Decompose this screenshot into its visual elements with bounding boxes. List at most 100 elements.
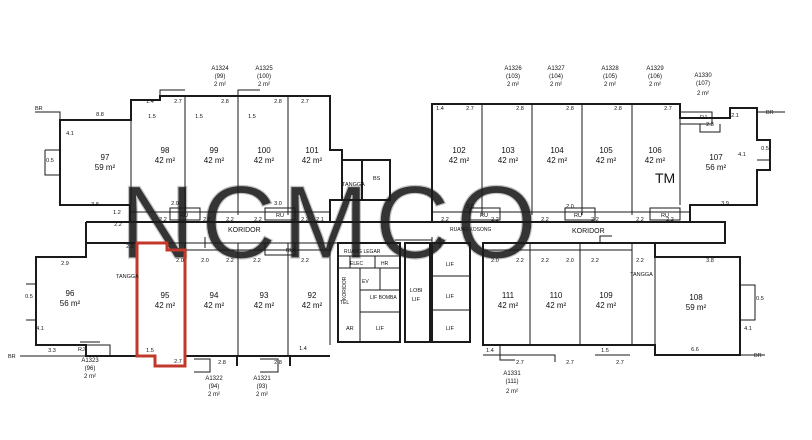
unit-101-no: 101 bbox=[305, 146, 319, 155]
unit-97-no: 97 bbox=[101, 153, 110, 162]
rj-label-2: RJ bbox=[78, 347, 85, 353]
dim-48: 2.2 bbox=[301, 258, 309, 264]
tangga-label-lower-left: TANGGA bbox=[116, 274, 139, 280]
dim-19: 2.2 bbox=[226, 217, 234, 223]
dim-49: 0.5 bbox=[25, 294, 33, 300]
unit-107-no: 107 bbox=[709, 153, 723, 162]
dim-63: 3.8 bbox=[706, 258, 714, 264]
dim-41: 2.2 bbox=[666, 217, 674, 223]
dim-53: 2.7 bbox=[174, 359, 182, 365]
corridor-label-left: KORIDOR bbox=[228, 227, 261, 234]
dim-29: 2.1 bbox=[731, 113, 739, 119]
dim-6: 2.7 bbox=[301, 99, 309, 105]
unit-93-area: 42 m² bbox=[254, 301, 275, 310]
highlighted-unit-95[interactable] bbox=[135, 241, 187, 368]
tag-107-area: 2 m² bbox=[697, 91, 709, 97]
unit-111-no: 111 bbox=[502, 291, 515, 300]
dim-58: 2.2 bbox=[516, 258, 524, 264]
dim-45: 2.0 bbox=[201, 258, 209, 264]
tel-label: TEL bbox=[340, 300, 349, 306]
elec-label: ELEC bbox=[350, 261, 363, 267]
tag-105-area: 2 m² bbox=[604, 82, 616, 88]
tag-103-area: 2 m² bbox=[507, 82, 519, 88]
lower-right-wing bbox=[482, 235, 765, 362]
tag-96-unit: (96) bbox=[85, 366, 96, 372]
rj-label-1: RJ bbox=[700, 115, 707, 121]
dim-3: 2.7 bbox=[174, 99, 182, 105]
ruang-legar-label: RUANG LEGAR bbox=[344, 249, 381, 255]
unit-102-no: 102 bbox=[452, 146, 466, 155]
tag-94-lot: A1322 bbox=[205, 376, 223, 382]
tag-103-unit: (103) bbox=[506, 74, 520, 80]
dim-36: 2.2 bbox=[441, 217, 449, 223]
unit-103-area: 42 m² bbox=[498, 156, 519, 165]
unit-96-no: 96 bbox=[66, 289, 75, 298]
dim-38: 2.2 bbox=[541, 217, 549, 223]
tag-104-unit: (104) bbox=[549, 74, 563, 80]
ru-label-2: RU bbox=[276, 213, 284, 219]
dim-11: 0.5 bbox=[46, 158, 54, 164]
dim-64: 0.5 bbox=[756, 296, 764, 302]
unit-103-no: 103 bbox=[501, 146, 515, 155]
dim-33: 2.0 bbox=[466, 204, 474, 210]
tag-94-area: 2 m² bbox=[208, 392, 220, 398]
dim-4: 2.8 bbox=[221, 99, 229, 105]
tag-107-unit: (107) bbox=[696, 81, 710, 87]
core bbox=[337, 159, 471, 343]
unit-104-area: 42 m² bbox=[547, 156, 568, 165]
dim-8: 1.5 bbox=[195, 114, 203, 120]
unit-106-area: 42 m² bbox=[645, 156, 666, 165]
ruang-kosong-label: RUANG KOSONG bbox=[450, 227, 492, 233]
lif-label-core: LIF bbox=[376, 326, 385, 332]
labels: KORIDOR KORIDOR TANGGA BS TANGGA TANGGA … bbox=[8, 106, 774, 360]
dim-43: 2.2 bbox=[126, 244, 134, 250]
tag-105-unit: (105) bbox=[603, 74, 617, 80]
koridor-vertical-label: KORIDOR bbox=[342, 276, 348, 300]
dim-39: 2.2 bbox=[591, 217, 599, 223]
dim-24: 2.7 bbox=[466, 106, 474, 112]
lif-bomba-label: LIF BOMBA bbox=[370, 295, 397, 301]
ar-label: AR bbox=[346, 326, 354, 332]
unit-97-area: 59 m² bbox=[95, 163, 116, 172]
dim-21: 2.2 bbox=[301, 217, 309, 223]
dim-68: 2.7 bbox=[516, 360, 524, 366]
unit-94-no: 94 bbox=[210, 291, 219, 300]
dim-5: 2.8 bbox=[274, 99, 282, 105]
tag-111-unit: (111) bbox=[505, 379, 518, 385]
unit-labels: 97 59 m² 98 42 m² 99 42 m² 100 42 m² 101… bbox=[60, 146, 727, 312]
unit-98-no: 98 bbox=[161, 146, 170, 155]
dim-69: 2.7 bbox=[566, 360, 574, 366]
unit-108-no: 108 bbox=[689, 293, 703, 302]
dim-12: 3.8 bbox=[91, 202, 99, 208]
unit-109-area: 42 m² bbox=[596, 301, 617, 310]
dim-66: 6.6 bbox=[691, 347, 699, 353]
unit-105-area: 42 m² bbox=[596, 156, 617, 165]
dim-16: 2.2 bbox=[114, 222, 122, 228]
dim-40: 2.2 bbox=[636, 217, 644, 223]
unit-100-area: 42 m² bbox=[254, 156, 275, 165]
dim-26: 2.8 bbox=[566, 106, 574, 112]
lobi-lif-label: LIF bbox=[412, 297, 421, 303]
lif-label-3: LIF bbox=[446, 326, 455, 332]
dim-37: 2.2 bbox=[491, 217, 499, 223]
lot-tags-bottom: A1323 (96) 2 m² A1322 (94) 2 m² A1321 (9… bbox=[81, 358, 521, 398]
unit-94-area: 42 m² bbox=[204, 301, 225, 310]
tag-96-area: 2 m² bbox=[84, 374, 96, 380]
unit-95-area: 42 m² bbox=[155, 301, 176, 310]
bs-label: BS bbox=[373, 176, 381, 182]
unit-93-no: 93 bbox=[260, 291, 269, 300]
upper-left-wing bbox=[35, 89, 343, 223]
unit-107-area: 56 m² bbox=[706, 163, 727, 172]
unit-92-no: 92 bbox=[308, 291, 317, 300]
unit-110-area: 42 m² bbox=[546, 301, 567, 310]
dim-61: 2.2 bbox=[591, 258, 599, 264]
dim-9: 1.5 bbox=[248, 114, 256, 120]
tag-93-unit: (93) bbox=[257, 384, 268, 390]
ru-label-6: RU bbox=[286, 248, 294, 254]
dim-14: 3.0 bbox=[274, 201, 282, 207]
dim-62: 2.2 bbox=[636, 258, 644, 264]
tag-94-unit: (94) bbox=[209, 384, 220, 390]
dim-70: 1.5 bbox=[601, 348, 609, 354]
dim-60: 2.0 bbox=[566, 258, 574, 264]
unit-109-no: 109 bbox=[599, 291, 613, 300]
